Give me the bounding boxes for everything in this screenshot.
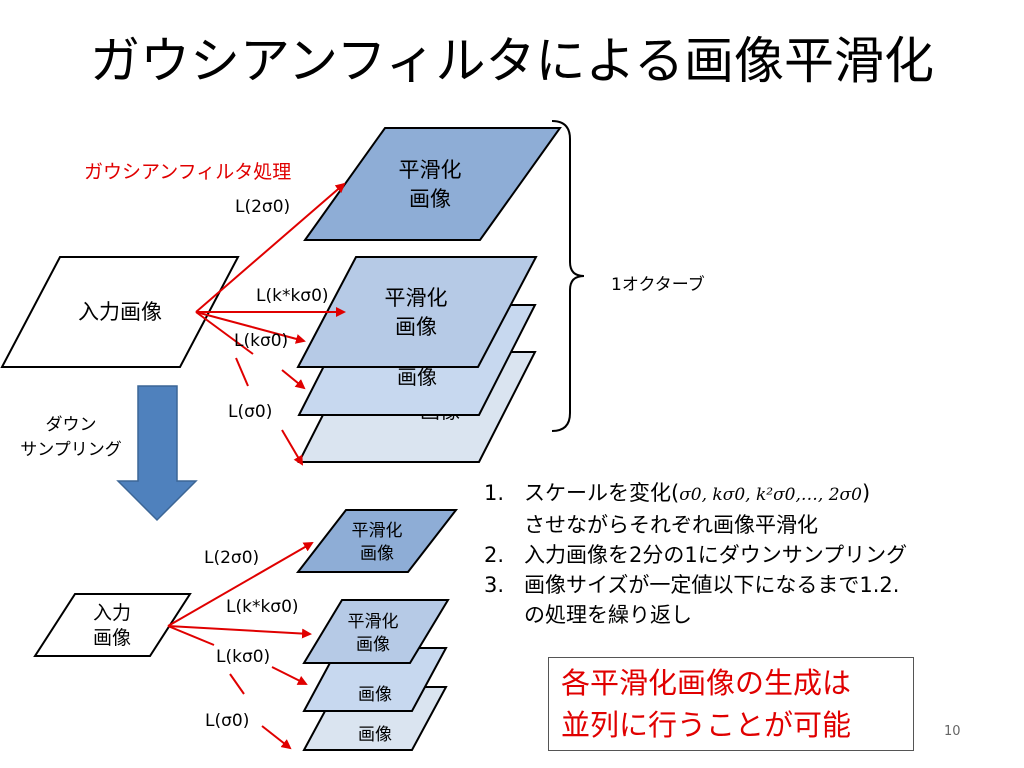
bottom-arrow-l-s0-a bbox=[229, 673, 245, 695]
bottom-input-image-shape bbox=[33, 593, 192, 657]
bottom-arrow-l-s0-b bbox=[261, 725, 292, 750]
step-3: 3. 画像サイズが一定値以下になるまで1.2. の処理を繰り返し bbox=[484, 570, 1014, 630]
arrow-l-s0-a bbox=[195, 311, 254, 355]
label-l-kks0: L(k*kσ0) bbox=[256, 286, 329, 306]
filter-caption: ガウシアンフィルタ処理 bbox=[84, 161, 291, 183]
label-l-2s0: L(2σ0) bbox=[235, 197, 290, 217]
arrow-l-s0-c bbox=[235, 357, 249, 387]
smoothed-image-2-line1: 平滑化 bbox=[385, 286, 448, 310]
label-l-ks0: L(kσ0) bbox=[234, 331, 288, 351]
downsample-label-line1: ダウン bbox=[46, 415, 97, 435]
step-3-number: 3. bbox=[484, 573, 505, 597]
note-line-1: 各平滑化画像の生成は bbox=[561, 666, 852, 700]
octave-label: 1オクターブ bbox=[611, 274, 705, 295]
bottom-smoothed-image-3-text: 画像 bbox=[358, 685, 392, 705]
smoothed-image-1-line2: 画像 bbox=[409, 187, 451, 211]
slide-title: ガウシアンフィルタによる画像平滑化 bbox=[90, 32, 934, 90]
bottom-arrow-l-kks0 bbox=[167, 625, 312, 639]
bottom-arrow-l-2s0 bbox=[167, 542, 314, 627]
smoothed-image-1-line1: 平滑化 bbox=[399, 158, 462, 182]
parallel-note-box: 各平滑化画像の生成は 並列に行うことが可能 bbox=[548, 657, 914, 751]
input-image-label: 入力画像 bbox=[78, 300, 162, 324]
steps-list: 1. スケールを変化(σ0, kσ0, k²σ0,…, 2σ0) させながらそれ… bbox=[484, 478, 1014, 630]
bottom-smoothed-image-2-line2: 画像 bbox=[356, 635, 390, 655]
arrow-l-s0-d bbox=[281, 429, 304, 466]
step-1-line2: させながらそれぞれ画像平滑化 bbox=[524, 513, 818, 537]
arrow-l-ks0-a bbox=[195, 311, 253, 328]
bottom-arrow-l-ks0-a bbox=[167, 625, 215, 646]
smoothed-image-2-line2: 画像 bbox=[395, 315, 437, 339]
bottom-arrow-l-ks0-b bbox=[271, 666, 308, 685]
bottom-smoothed-image-1-line1: 平滑化 bbox=[352, 521, 403, 541]
bottom-smoothed-image-1-line2: 画像 bbox=[360, 544, 394, 564]
arrow-l-s0-b bbox=[281, 369, 306, 390]
step-1: 1. スケールを変化(σ0, kσ0, k²σ0,…, 2σ0) させながらそれ… bbox=[484, 478, 1014, 540]
page-number: 10 bbox=[944, 724, 961, 739]
smoothed-image-3-text: 画像 bbox=[397, 365, 437, 389]
bottom-smoothed-image-2-line1: 平滑化 bbox=[348, 612, 399, 632]
downsample-arrow bbox=[116, 385, 198, 522]
input-image-shape bbox=[0, 256, 240, 368]
step-1-text-post: ) bbox=[861, 481, 871, 505]
downsample-label-line2: サンプリング bbox=[20, 440, 122, 460]
bottom-smoothed-image-2 bbox=[302, 599, 450, 664]
step-2-text: 入力画像を2分の1にダウンサンプリング bbox=[524, 543, 908, 567]
step-3-text: 画像サイズが一定値以下になるまで1.2. bbox=[524, 573, 900, 597]
bottom-label-l-ks0: L(kσ0) bbox=[216, 647, 270, 667]
step-2-number: 2. bbox=[484, 543, 505, 567]
arrow-l-ks0-b bbox=[251, 326, 306, 344]
bottom-label-l-kks0: L(k*kσ0) bbox=[226, 597, 299, 617]
bottom-smoothed-image-1 bbox=[295, 509, 459, 573]
smoothed-image-1 bbox=[303, 127, 562, 241]
step-3-line2: の処理を繰り返し bbox=[524, 603, 692, 627]
step-2: 2. 入力画像を2分の1にダウンサンプリング bbox=[484, 540, 1014, 570]
bottom-input-line1: 入力 bbox=[93, 602, 131, 624]
bottom-label-l-2s0: L(2σ0) bbox=[204, 548, 259, 568]
octave-brace bbox=[551, 120, 585, 432]
bottom-label-l-s0: L(σ0) bbox=[205, 711, 249, 731]
smoothed-image-2 bbox=[296, 256, 538, 368]
step-1-text-pre: スケールを変化( bbox=[524, 481, 680, 505]
step-1-formula: σ0, kσ0, k²σ0,…, 2σ0 bbox=[679, 485, 862, 505]
bottom-input-line2: 画像 bbox=[93, 627, 131, 649]
bottom-smoothed-image-4-text: 画像 bbox=[358, 725, 392, 745]
arrow-l-2s0 bbox=[195, 182, 346, 313]
note-line-2: 並列に行うことが可能 bbox=[561, 708, 852, 742]
label-l-s0: L(σ0) bbox=[228, 402, 272, 422]
step-1-number: 1. bbox=[484, 481, 505, 505]
